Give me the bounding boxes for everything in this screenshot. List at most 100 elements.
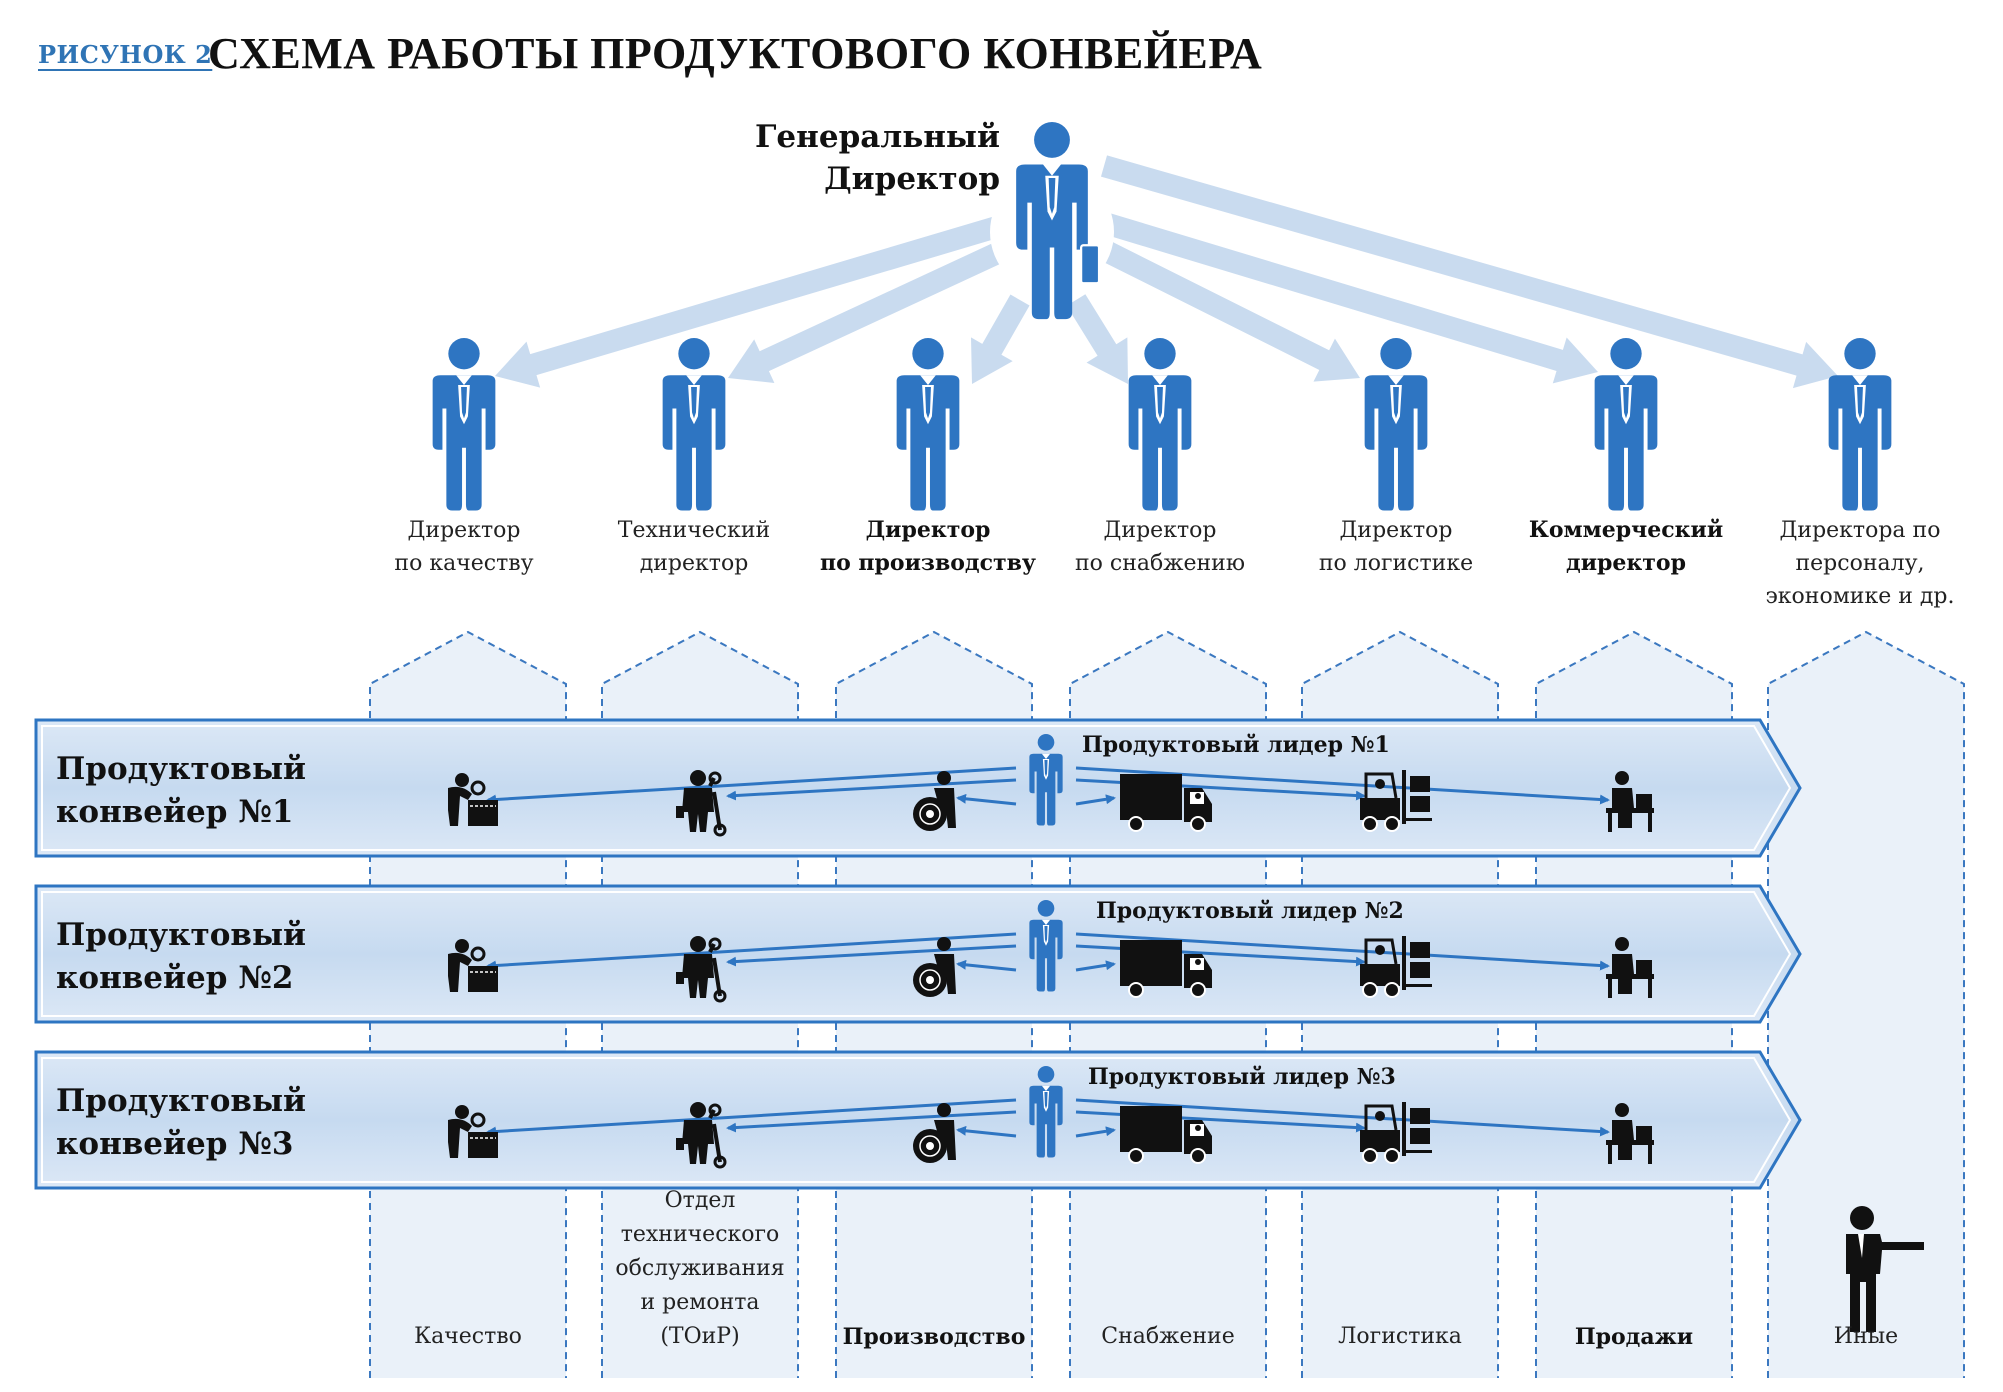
worker-with-coil-icon: [913, 1103, 956, 1163]
leader-arrow: [956, 1125, 1017, 1138]
director-title-line1: Директор: [865, 517, 991, 543]
product-leader-icon: [1029, 900, 1063, 992]
director-title: Директор по качеству: [344, 514, 584, 580]
director-person-icon: [432, 338, 496, 511]
leader-arrow: [726, 1110, 1017, 1133]
worker-with-coil-icon: [913, 937, 956, 997]
product-leader-label: Продуктовый лидер №1: [1082, 732, 1390, 758]
director-title-line2: по качеству: [394, 551, 534, 576]
director-person-icon: [1594, 338, 1658, 511]
conveyor-band-inner: [41, 1057, 1792, 1183]
director-title-line1: Директор: [1103, 518, 1217, 543]
ceo-arrow: [1104, 213, 1598, 384]
director-title: Директора по персоналу, экономике и др.: [1740, 514, 1980, 613]
forklift-icon: [1360, 770, 1432, 832]
director-title-line1: Коммерческий: [1528, 517, 1724, 543]
department-title: Логистика: [1302, 1320, 1498, 1354]
director-title-line1: Директор: [1339, 518, 1453, 543]
department-title-line: обслуживания: [615, 1256, 785, 1281]
department-title-line: Продажи: [1574, 1324, 1694, 1350]
people-figures: [432, 122, 1892, 511]
ceo-title-line2: Директор: [824, 161, 1000, 197]
director-title-line2: по производству: [820, 550, 1036, 576]
leader-arrow: [726, 778, 1017, 801]
leader-arrow: [486, 932, 1017, 971]
ceo-person-icon: [1016, 122, 1101, 320]
director-title-line1: Технический: [617, 518, 771, 543]
sales-desk-icon: [1606, 937, 1654, 998]
director-title-line3: экономике и др.: [1765, 584, 1955, 609]
leader-arrow: [1075, 1098, 1610, 1137]
department-title-line: Логистика: [1338, 1324, 1462, 1349]
department-title-line: (ТОиР): [660, 1324, 740, 1349]
ceo-arrow: [1099, 240, 1360, 382]
director-title-line2: персоналу,: [1795, 551, 1925, 576]
director-title-line2: по снабжению: [1075, 551, 1245, 576]
leader-arrow: [486, 1098, 1017, 1137]
department-title-line: Качество: [414, 1324, 522, 1349]
leader-arrows: [486, 734, 1610, 1158]
leader-arrow: [1075, 932, 1610, 971]
director-title: Директор по производству: [808, 514, 1048, 580]
forklift-icon: [1360, 1102, 1432, 1164]
ceo-arrow: [971, 294, 1030, 384]
department-title: Качество: [370, 1320, 566, 1354]
department-title: Продажи: [1536, 1320, 1732, 1354]
department-icons: [448, 770, 1924, 1332]
ceo-arrow: [495, 215, 1004, 388]
director-person-icon: [1128, 338, 1192, 511]
conveyor-band-inner: [41, 725, 1792, 851]
delivery-truck-icon: [1120, 1106, 1212, 1164]
ceo-title-line1: Генеральный: [755, 119, 1000, 155]
sales-desk-icon: [1606, 771, 1654, 832]
quality-inspector-icon: [448, 1105, 498, 1158]
conveyor-title-line2: конвейер №3: [56, 1126, 294, 1162]
quality-inspector-icon: [448, 773, 498, 826]
department-title-line: Снабжение: [1101, 1324, 1235, 1349]
director-title: Коммерческий директор: [1506, 514, 1746, 580]
delivery-truck-icon: [1120, 774, 1212, 832]
product-leader-icon: [1029, 1066, 1063, 1158]
figure-label: РИСУНОК 2: [38, 40, 213, 69]
director-title-line2: директор: [639, 551, 749, 576]
leader-arrow: [486, 766, 1017, 805]
leader-arrow: [956, 959, 1017, 972]
product-leader-label: Продуктовый лидер №3: [1088, 1064, 1396, 1090]
department-title-line: Иные: [1833, 1324, 1899, 1349]
leader-arrow: [1075, 794, 1116, 806]
conveyor-title-line1: Продуктовый: [56, 1083, 307, 1119]
conveyor-band-inner: [41, 891, 1792, 1017]
leader-arrow: [726, 944, 1017, 967]
director-title-line1: Директор: [407, 518, 521, 543]
department-column-fill: [1768, 632, 1964, 1378]
department-title-line: Производство: [842, 1324, 1026, 1350]
director-title: Директор по снабжению: [1040, 514, 1280, 580]
conveyor-title: Продуктовый конвейер №3: [56, 1080, 306, 1166]
director-title-line2: директор: [1566, 550, 1686, 576]
forklift-icon: [1360, 936, 1432, 998]
department-title-line: и ремонта: [640, 1290, 760, 1315]
conveyor-title-line1: Продуктовый: [56, 917, 307, 953]
product-leader-label: Продуктовый лидер №2: [1096, 898, 1404, 924]
department-title-line: Отдел: [664, 1188, 736, 1213]
department-title: Отдел технического обслуживания и ремонта (Т…: [602, 1184, 798, 1354]
leader-arrow: [956, 793, 1017, 806]
department-title: Иные: [1768, 1320, 1964, 1354]
department-title-line: технического: [620, 1222, 780, 1247]
conveyor-title-line2: конвейер №1: [56, 794, 294, 830]
director-title: Технический директор: [574, 514, 814, 580]
sales-desk-icon: [1606, 1103, 1654, 1164]
leader-arrow: [1075, 1126, 1116, 1138]
delivery-truck-icon: [1120, 940, 1212, 998]
worker-with-coil-icon: [913, 771, 956, 831]
director-person-icon: [896, 338, 960, 511]
ceo-title: Генеральный Директор: [700, 116, 1000, 200]
ceo-arrow: [1066, 294, 1128, 384]
department-title: Снабжение: [1070, 1320, 1266, 1354]
mechanic-wrench-icon: [676, 936, 727, 1003]
director-title-line1: Директора по: [1779, 518, 1941, 543]
ceo-arrow: [1100, 155, 1838, 389]
